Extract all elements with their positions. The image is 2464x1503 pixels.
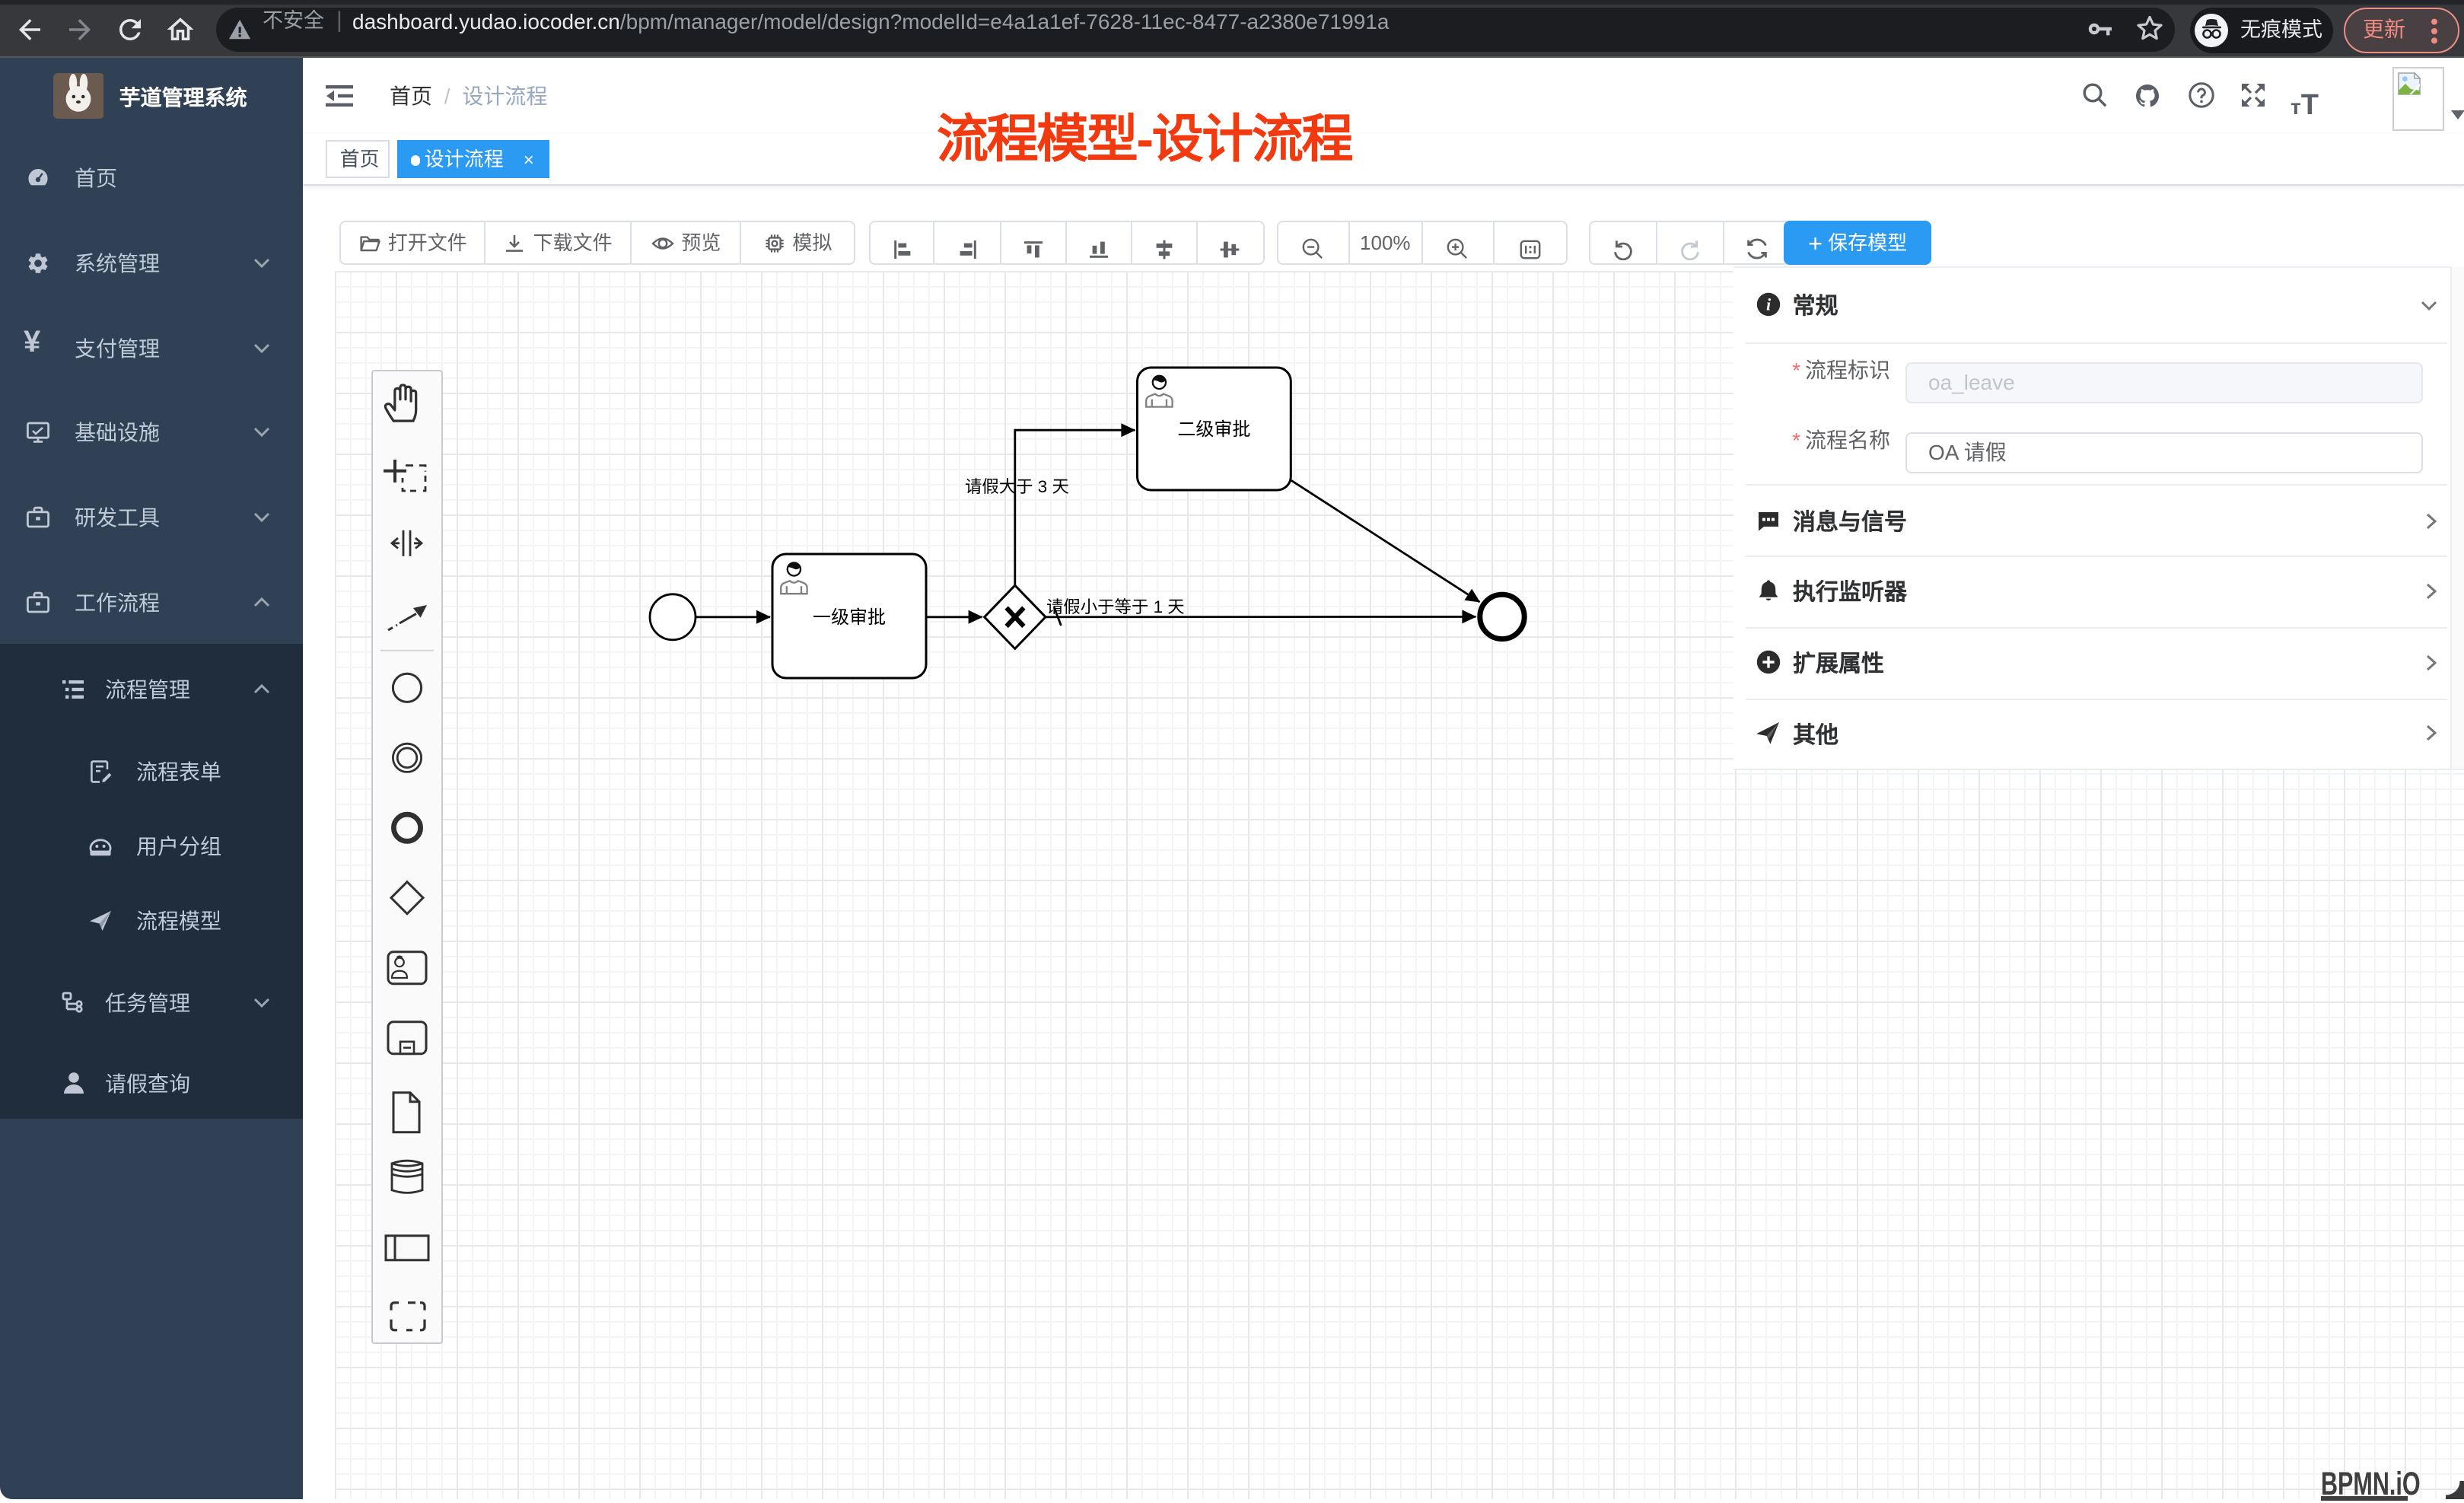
svg-text:请假大于 3 天: 请假大于 3 天 (965, 477, 1069, 496)
svg-text:请假小于等于 1 天: 请假小于等于 1 天 (1046, 597, 1185, 616)
svg-text:i: i (1766, 295, 1772, 314)
svg-text:二级审批: 二级审批 (1177, 419, 1250, 440)
svg-text:一级审批: 一级审批 (813, 607, 886, 628)
